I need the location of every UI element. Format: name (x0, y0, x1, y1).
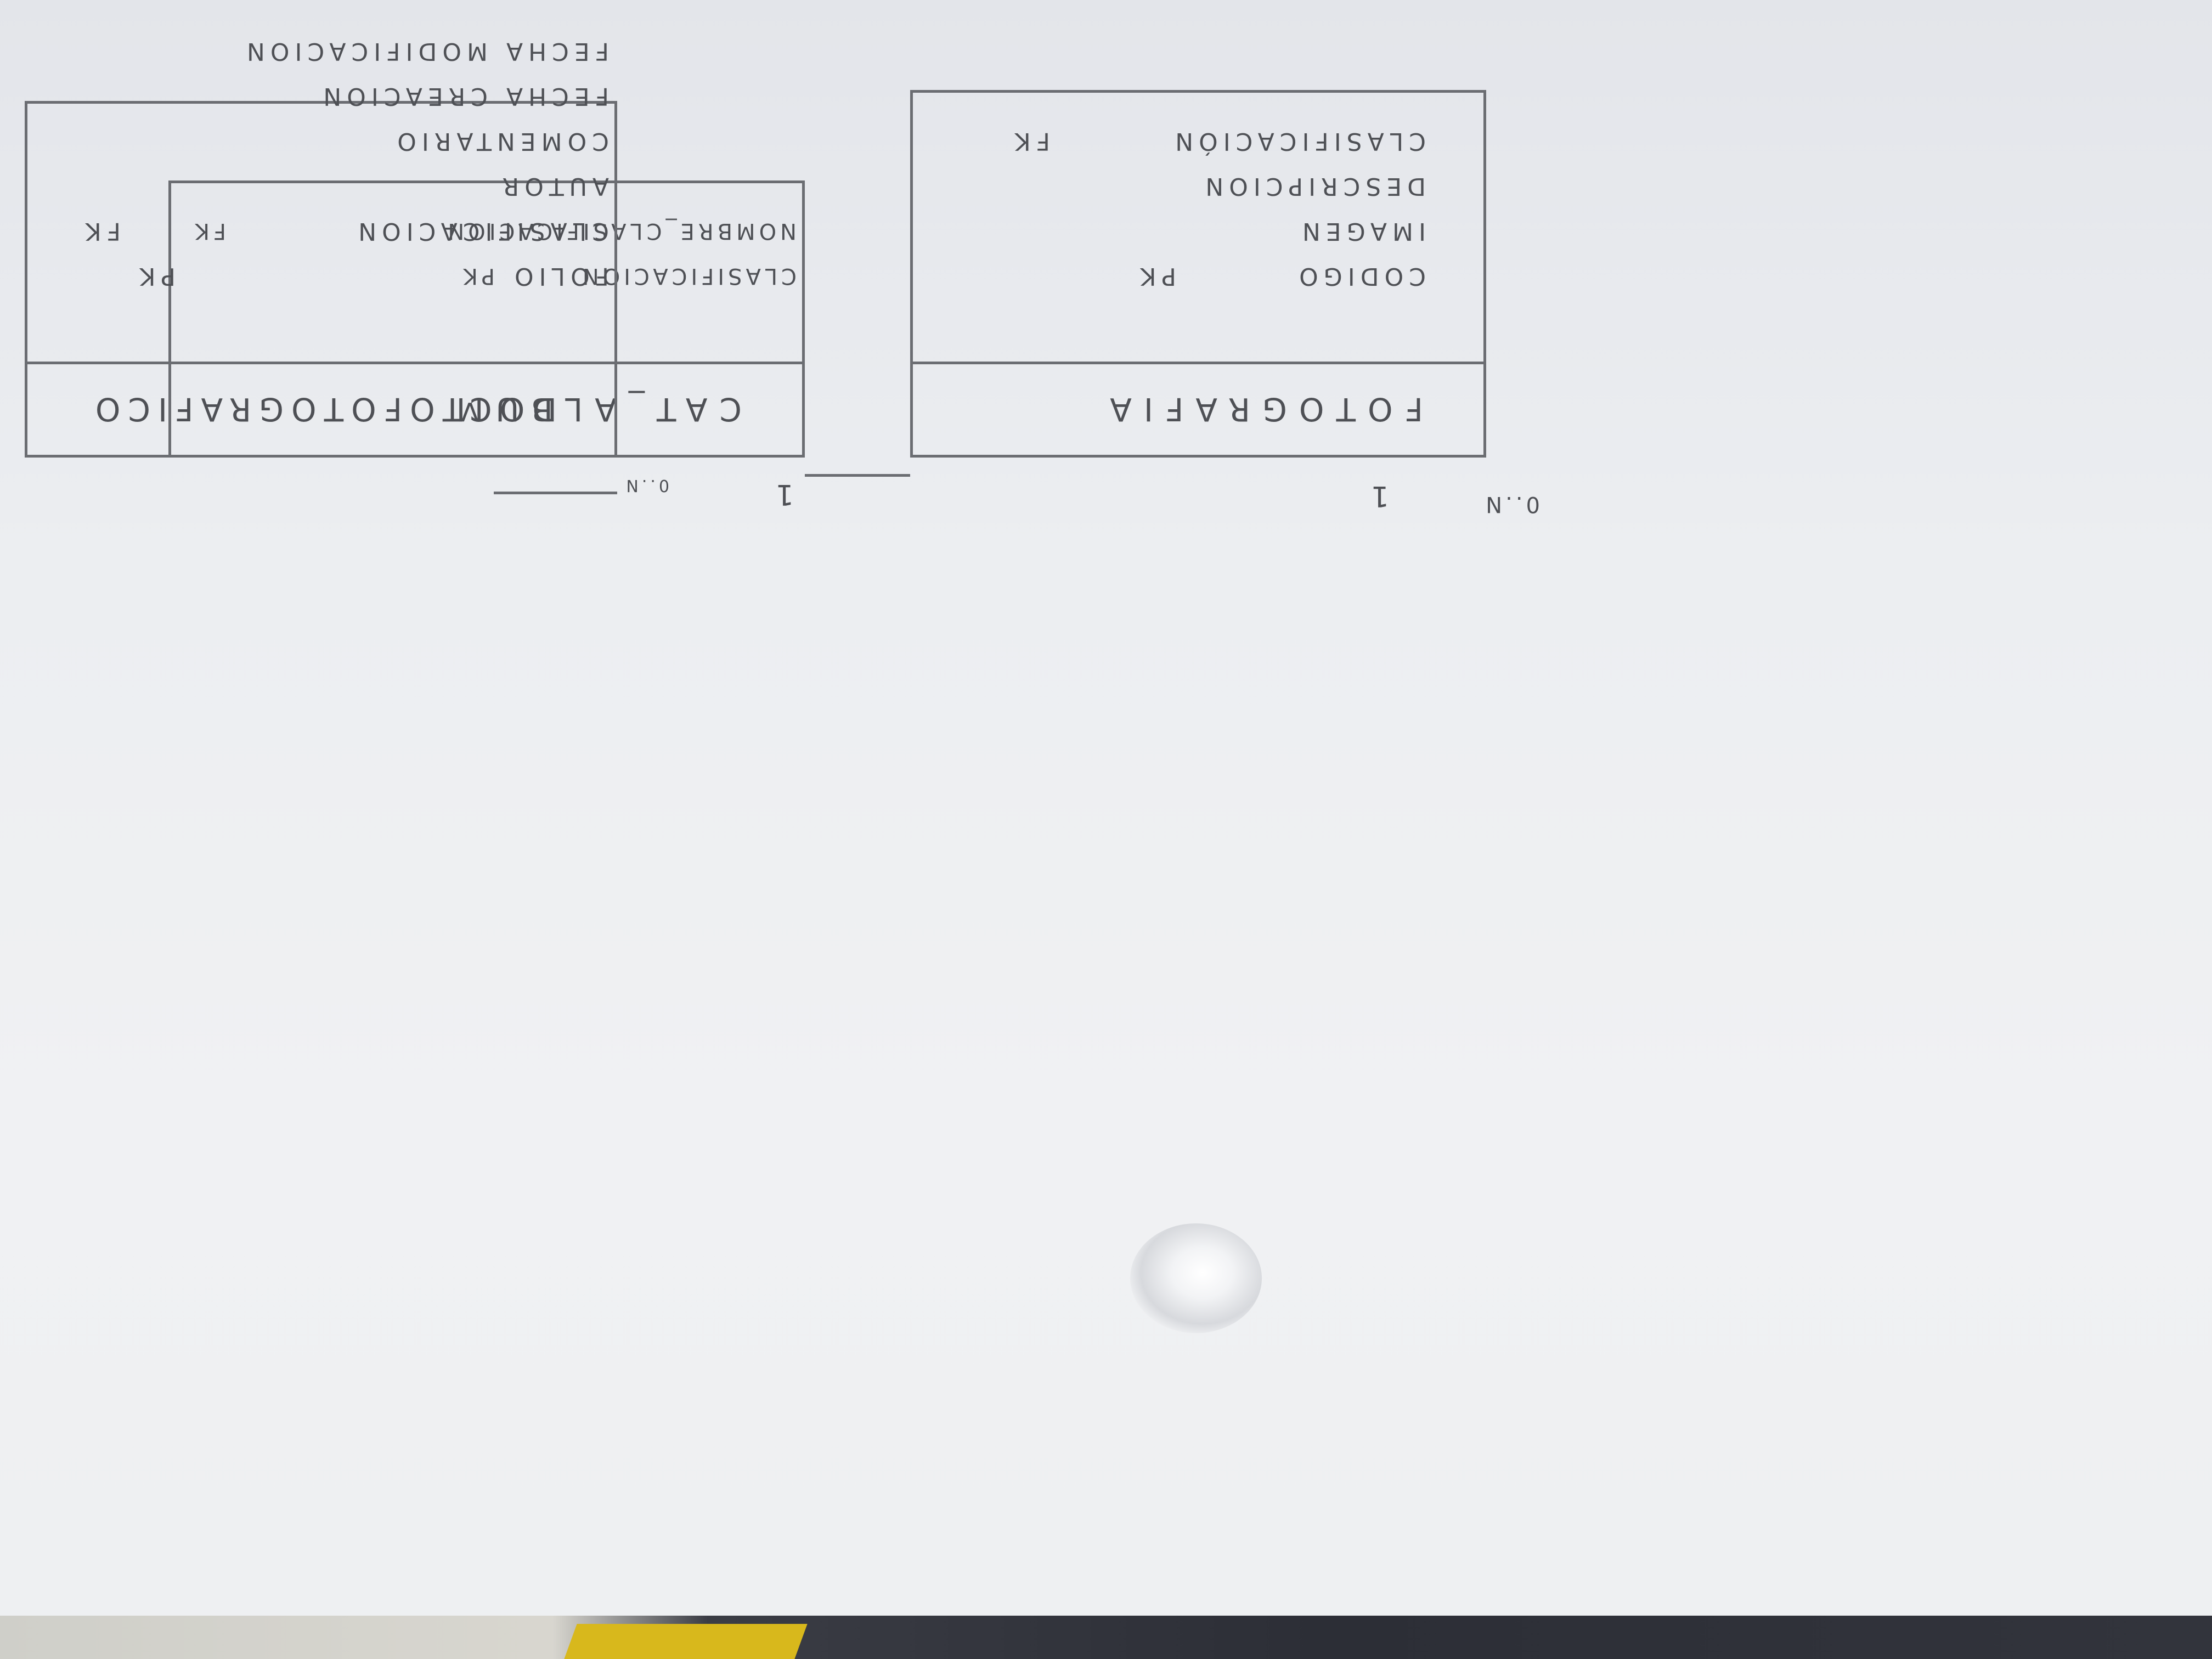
attribute-key: FK (80, 217, 121, 245)
cardinality-label: 0..N (1482, 492, 1540, 517)
attribute-row: FECHA MODIFICACION (27, 29, 614, 74)
attribute-name: FOLIO (509, 262, 609, 290)
attribute-row: FOLIO PK (27, 253, 614, 298)
attribute-row: AUTOR (27, 163, 614, 208)
attribute-row: CLASIFICACION FK (27, 208, 614, 253)
attribute-row: DESCRIPCION (913, 163, 1483, 208)
attribute-row: CLASIFICACIÓN FK (913, 119, 1483, 163)
attribute-key: PK (134, 262, 176, 290)
entity-doctofotografico: DOCTOFOTOGRAFICO FOLIO PK CLASIFICACION … (25, 37, 617, 458)
entity-fotografia: FOTOGRAFIA CODIGO PK IMAGEN DESCRIPCION … (910, 90, 1486, 458)
desk-edge (0, 1616, 2212, 1659)
attribute-row: IMAGEN (913, 208, 1483, 253)
attribute-name: DESCRIPCION (1200, 172, 1426, 200)
paper-dimple (1130, 1223, 1262, 1333)
relationship-line (805, 474, 910, 477)
attribute-row: FECHA CREACION (27, 74, 614, 119)
relationship-line (494, 492, 617, 494)
attribute-list: FOLIO PK CLASIFICACION FK AUTOR COMENTAR… (27, 29, 614, 359)
attribute-list: CODIGO PK IMAGEN DESCRIPCION CLASIFICACI… (913, 119, 1483, 359)
attribute-name: IMAGEN (1296, 217, 1426, 245)
attribute-name: FECHA MODIFICACION (241, 37, 609, 65)
attribute-name: FECHA CREACION (318, 82, 609, 110)
attribute-name: COMENTARIO (392, 127, 609, 155)
attribute-row: COMENTARIO (27, 119, 614, 163)
attribute-name: CLASIFICACION (353, 217, 609, 245)
attribute-name: AUTOR (496, 172, 609, 200)
cardinality-label: 1 (772, 478, 794, 511)
cardinality-label: 1 (1367, 479, 1389, 512)
attribute-key: FK (1009, 127, 1050, 155)
entity-title: DOCTOFOTOGRAFICO (27, 362, 614, 455)
attribute-name: CODIGO (1294, 262, 1426, 290)
attribute-row: CODIGO PK (913, 253, 1483, 298)
paper-sheet (0, 0, 2212, 1616)
attribute-name: CLASIFICACIÓN (1170, 127, 1426, 155)
cardinality-label: 0..N (623, 476, 669, 495)
attribute-key: PK (1135, 262, 1176, 290)
entity-title: FOTOGRAFIA (913, 362, 1483, 455)
